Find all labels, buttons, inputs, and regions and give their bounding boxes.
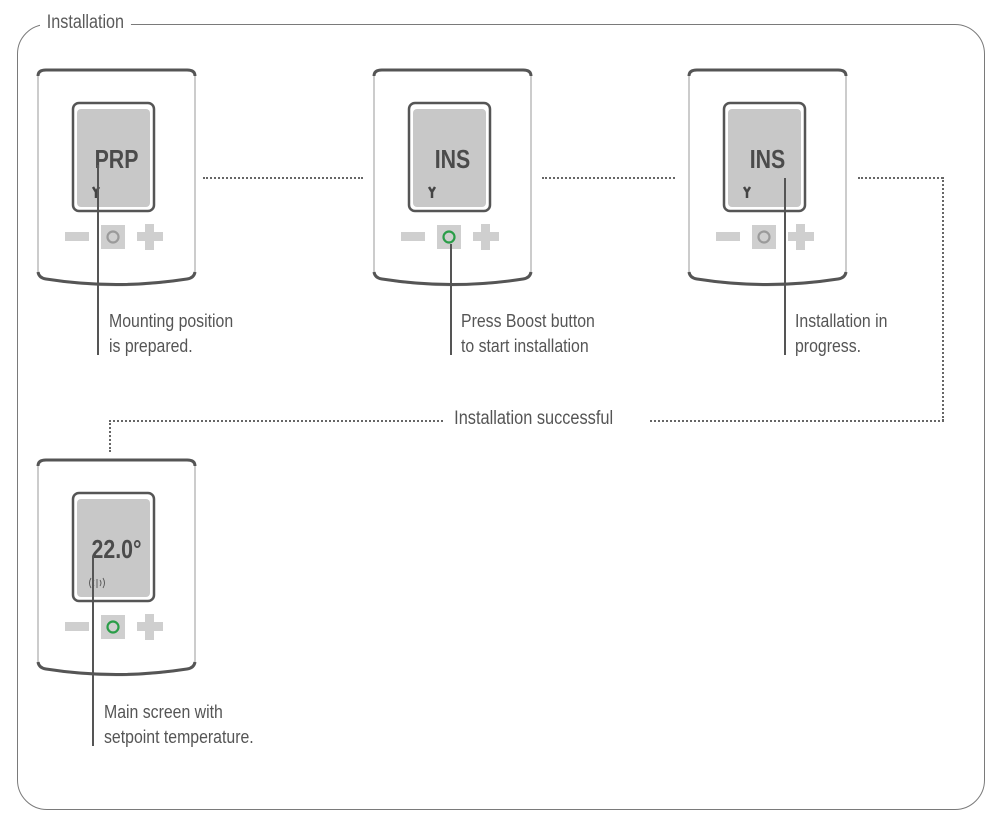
device-top-edge xyxy=(36,458,197,467)
connector-1-2 xyxy=(203,177,363,179)
device-bottom-edge xyxy=(687,271,848,286)
connector-bottom-left xyxy=(109,420,443,422)
device-top-edge xyxy=(372,68,533,77)
plus-button-v[interactable] xyxy=(145,224,154,250)
display-readout: PRP xyxy=(94,144,139,174)
caption-line: is prepared. xyxy=(109,336,193,356)
leader-line-1 xyxy=(97,165,99,355)
boost-led xyxy=(757,230,771,244)
screen xyxy=(77,109,150,207)
frame-title: Installation xyxy=(40,12,131,34)
device-top-edge xyxy=(36,68,197,77)
display-readout: 22.0° xyxy=(91,534,142,564)
caption-line: progress. xyxy=(795,336,862,356)
caption-line: Mounting position xyxy=(109,311,234,331)
leader-line-3 xyxy=(784,178,786,355)
caption-line: Installation in xyxy=(795,311,888,331)
thermostat-step-3: INS xyxy=(687,68,848,290)
boost-button[interactable] xyxy=(101,225,125,249)
screen xyxy=(77,499,150,597)
screen xyxy=(413,109,486,207)
minus-button[interactable] xyxy=(401,232,425,241)
minus-button[interactable] xyxy=(716,232,740,241)
plus-button-v[interactable] xyxy=(481,224,490,250)
device-bottom-edge xyxy=(372,271,533,286)
minus-button[interactable] xyxy=(65,232,89,241)
connector-down-right xyxy=(942,177,944,421)
caption-line: Press Boost button xyxy=(461,311,595,331)
caption-step-3: Installation in progress. xyxy=(795,309,887,359)
boost-led xyxy=(106,620,120,634)
connector-3-out xyxy=(858,177,943,179)
display-readout: INS xyxy=(749,144,786,174)
minus-button[interactable] xyxy=(65,622,89,631)
boost-led xyxy=(442,230,456,244)
leader-line-2 xyxy=(450,244,452,355)
device-bottom-edge xyxy=(36,271,197,286)
boost-button[interactable] xyxy=(752,225,776,249)
wrench-icon xyxy=(427,186,437,198)
leader-line-4 xyxy=(92,556,94,746)
screen xyxy=(728,109,801,207)
caption-line: setpoint temperature. xyxy=(104,727,254,747)
connector-down-left xyxy=(109,420,111,452)
device-top-edge xyxy=(687,68,848,77)
caption-step-2: Press Boost button to start installation xyxy=(461,309,595,359)
installation-frame xyxy=(17,24,985,810)
caption-step-1: Mounting position is prepared. xyxy=(109,309,233,359)
plus-button-v[interactable] xyxy=(796,224,805,250)
caption-step-4: Main screen with setpoint temperature. xyxy=(104,700,254,750)
caption-line: Main screen with xyxy=(104,702,223,722)
thermostat-step-2: INS xyxy=(372,68,533,290)
thermostat-step-1: PRP xyxy=(36,68,197,290)
device-bottom-edge xyxy=(36,661,197,676)
connector-bottom-right xyxy=(650,420,944,422)
boost-led xyxy=(106,230,120,244)
boost-button[interactable] xyxy=(101,615,125,639)
wrench-icon xyxy=(742,186,752,198)
plus-button-v[interactable] xyxy=(145,614,154,640)
boost-button[interactable] xyxy=(437,225,461,249)
caption-line: to start installation xyxy=(461,336,589,356)
display-readout: INS xyxy=(434,144,471,174)
transition-label: Installation successful xyxy=(449,408,619,430)
connector-2-3 xyxy=(542,177,675,179)
thermostat-step-4: 22.0° xyxy=(36,458,197,680)
